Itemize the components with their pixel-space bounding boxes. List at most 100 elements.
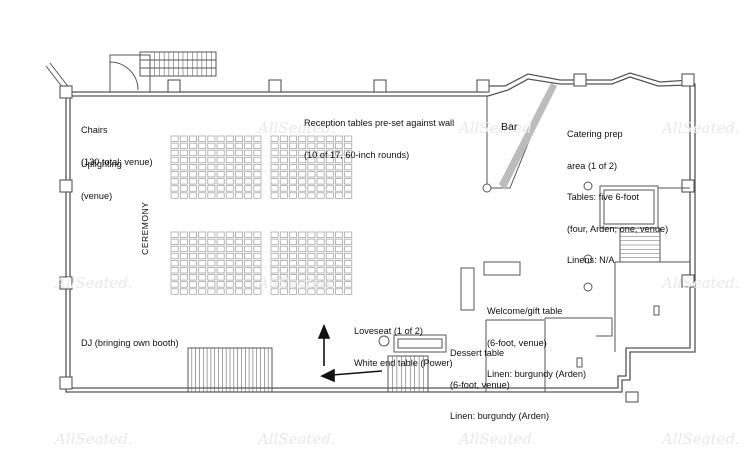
chair (216, 245, 225, 253)
lower-stair-frame (387, 355, 429, 393)
catering-label-line: (four, Arden; one, venue) (567, 223, 669, 234)
chair (216, 260, 225, 267)
welcome-table-label: Welcome/gift table (6-foot, venue) Linen… (487, 285, 586, 401)
chair (335, 185, 343, 192)
chair (207, 185, 216, 192)
chair (207, 171, 216, 178)
chair (179, 149, 188, 157)
uplighting-label-line: Uplighting (81, 159, 122, 169)
chair (316, 267, 325, 274)
chair (270, 231, 279, 238)
chair (289, 281, 297, 288)
chair (325, 135, 334, 142)
watermark: AllSeated. (258, 119, 336, 137)
loveseat-label: Loveseat (1 of 2) White end table (Power… (354, 305, 453, 389)
catering-label-line: Tables: five 6-foot (567, 192, 640, 202)
chair (335, 281, 343, 288)
chair (179, 156, 188, 164)
chair (235, 171, 243, 178)
chair (307, 192, 316, 199)
chair (325, 288, 334, 295)
welcome-label-line: Welcome/gift table (487, 306, 563, 316)
catering-prep-label: Catering prep area (1 of 2) Tables: five… (567, 108, 668, 287)
restrooms (544, 261, 690, 392)
chair (270, 142, 279, 149)
chair (216, 288, 225, 295)
chair (179, 142, 188, 149)
watermark: AllSeated. (55, 430, 133, 448)
column (167, 79, 181, 93)
chair (344, 178, 353, 185)
chair (235, 288, 243, 295)
chair (307, 274, 316, 281)
chair (225, 274, 234, 281)
chair (189, 178, 197, 185)
chair (207, 135, 216, 142)
chair (270, 149, 279, 157)
chair (235, 267, 243, 274)
chair (344, 185, 353, 192)
chair (289, 245, 297, 253)
chair (225, 135, 234, 142)
chair (279, 260, 288, 267)
reception-tables-label-line: Reception tables pre-set against wall (304, 118, 455, 128)
chair (207, 238, 216, 245)
chair (170, 149, 179, 157)
uplighting-label-line: (venue) (81, 190, 113, 201)
chair (198, 252, 207, 260)
chair (316, 238, 325, 245)
dessert-label-line: Dessert table (450, 348, 505, 358)
chair (279, 156, 288, 164)
chair (279, 164, 288, 171)
chair (189, 192, 197, 199)
chair (325, 252, 334, 260)
chair (298, 171, 307, 178)
chair (179, 274, 188, 281)
chair (316, 288, 325, 295)
chair (335, 274, 343, 281)
chair (207, 252, 216, 260)
uplighting-label: Uplighting (venue) (81, 138, 122, 222)
chair (325, 231, 334, 238)
chair (316, 231, 325, 238)
chair (298, 149, 307, 157)
chair (344, 164, 353, 171)
outer-walls (65, 72, 696, 393)
chair (225, 288, 234, 295)
chair (279, 142, 288, 149)
chair (289, 171, 297, 178)
chair (189, 274, 197, 281)
chair (316, 149, 325, 157)
chair (253, 192, 262, 199)
chair (289, 231, 297, 238)
column (681, 179, 695, 193)
chair (289, 274, 297, 281)
chair (235, 260, 243, 267)
dessert-label-line: Linen: burgundy (Arden) (450, 411, 550, 421)
chair (179, 192, 188, 199)
watermark: AllSeated. (459, 430, 537, 448)
chair (179, 288, 188, 295)
chair (279, 178, 288, 185)
chair (244, 156, 253, 164)
chair (179, 164, 188, 171)
chair (307, 185, 316, 192)
watermark: AllSeated. (662, 274, 740, 292)
chair (170, 171, 179, 178)
catering-label-line: Catering prep (567, 129, 623, 139)
chair (235, 149, 243, 157)
chair (198, 178, 207, 185)
chair (253, 185, 262, 192)
chair (279, 192, 288, 199)
chair (325, 171, 334, 178)
chair (225, 156, 234, 164)
chair (289, 185, 297, 192)
chair (235, 142, 243, 149)
chair (179, 238, 188, 245)
chair (270, 288, 279, 295)
bar-label: Bar (501, 121, 518, 133)
chair (225, 192, 234, 199)
chair (253, 164, 262, 171)
ceremony-label: CEREMONY (139, 201, 150, 255)
chair (253, 267, 262, 274)
